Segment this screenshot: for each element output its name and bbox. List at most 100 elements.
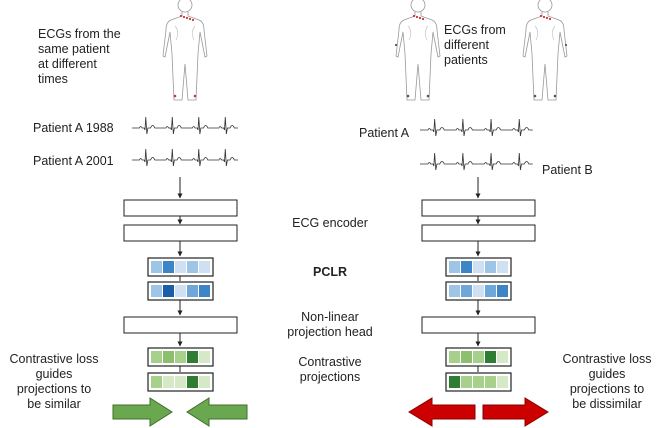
vector-cell [485,376,496,388]
vector-cell [497,261,508,273]
left-encoder-layer-1 [123,199,238,217]
right-encoder-layer-1 [421,199,536,217]
left-projection-head [123,316,238,334]
contrastive-projections-label-line: Contrastive [298,355,362,369]
right-caption-line: different [444,38,489,52]
left-loss-text: Contrastive loss guides projections to b… [0,352,108,412]
left-attract-arrow-left [186,397,248,427]
right-projection-vector-2 [445,372,512,392]
vector-cell [187,351,198,363]
vector-cell [175,285,186,297]
right-projection-vector-1 [445,347,512,367]
contrastive-projections-label: Contrastive projections [270,355,390,385]
vector-cell [163,351,174,363]
vector-cell [199,376,210,388]
vector-cell [485,351,496,363]
right-loss-line: be dissimilar [572,397,642,411]
right-repel-arrow-left [408,397,476,427]
contrastive-projections-label-line: projections [299,370,361,384]
vector-cell [497,351,508,363]
vector-cell [187,261,198,273]
left-projection-vector-1 [147,347,214,367]
left-body-figure [162,0,208,101]
left-encoder-layer-2 [123,224,238,242]
vector-cell [151,261,162,273]
right-encoder-layer-2 [421,224,536,242]
left-caption-line: times [38,72,68,86]
left-loss-line: Contrastive loss [9,352,99,366]
left-loss-line: be similar [27,397,81,411]
projection-head-label-line: Non-linear [301,310,359,324]
left-loss-line: projections to [16,382,92,396]
left-caption-line: at different [38,57,97,71]
left-pclr-vector-2 [147,281,214,301]
vector-cell [151,376,162,388]
left-ecg-trace-1 [132,116,238,135]
vector-cell [497,376,508,388]
left-ecg2-label: Patient A 2001 [33,154,114,168]
right-pipeline [421,177,536,392]
right-caption-line: ECGs from [444,23,506,37]
vector-cell [461,351,472,363]
vector-cell [151,351,162,363]
left-caption-line: ECGs from the [38,27,121,41]
vector-cell [473,376,484,388]
left-pclr-vector-1 [147,257,214,277]
projection-head-label-line: projection head [287,325,373,339]
left-ecg-trace-2 [132,148,238,167]
right-loss-text: Contrastive loss guides projections to b… [554,352,660,412]
vector-cell [199,351,210,363]
right-ecg-trace-1 [420,118,533,137]
right-pclr-vector-1 [445,257,512,277]
vector-cell [461,285,472,297]
vector-cell [163,376,174,388]
vector-cell [175,376,186,388]
right-projection-head [421,316,536,334]
vector-cell [473,261,484,273]
encoder-label: ECG encoder [292,216,368,230]
vector-cell [449,261,460,273]
vector-cell [449,376,460,388]
vector-cell [485,285,496,297]
right-caption: ECGs from different patients [444,23,506,68]
right-loss-line: projections to [569,382,645,396]
vector-cell [199,285,210,297]
right-repel-arrow-right [482,397,549,427]
right-loss-line: Contrastive loss [562,352,652,366]
right-ecg2-label: Patient B [542,163,593,177]
projection-head-label: Non-linear projection head [270,310,390,340]
vector-cell [473,285,484,297]
left-pipeline [123,177,238,392]
vector-cell [449,351,460,363]
vector-cell [485,261,496,273]
left-caption-line: same patient [38,42,110,56]
pclr-label: PCLR [312,265,348,279]
vector-cell [163,261,174,273]
left-ecg1-label: Patient A 1988 [33,121,114,135]
left-caption: ECGs from the same patient at different … [38,27,121,87]
right-pclr-vector-2 [445,281,512,301]
vector-cell [175,261,186,273]
right-ecg1-label: Patient A [359,126,410,140]
vector-cell [473,351,484,363]
right-body-figure-b [522,0,568,101]
right-loss-line: guides [588,367,626,381]
left-projection-vector-2 [147,372,214,392]
left-attract-arrow-right [112,397,173,427]
vector-cell [151,285,162,297]
vector-cell [187,376,198,388]
right-body-figure-a [394,0,441,101]
right-ecg-trace-2 [420,152,533,171]
vector-cell [497,285,508,297]
vector-cell [163,285,174,297]
vector-cell [461,261,472,273]
vector-cell [199,261,210,273]
vector-cell [449,285,460,297]
vector-cell [461,376,472,388]
left-loss-line: guides [35,367,73,381]
vector-cell [187,285,198,297]
vector-cell [175,351,186,363]
right-caption-line: patients [444,53,488,67]
